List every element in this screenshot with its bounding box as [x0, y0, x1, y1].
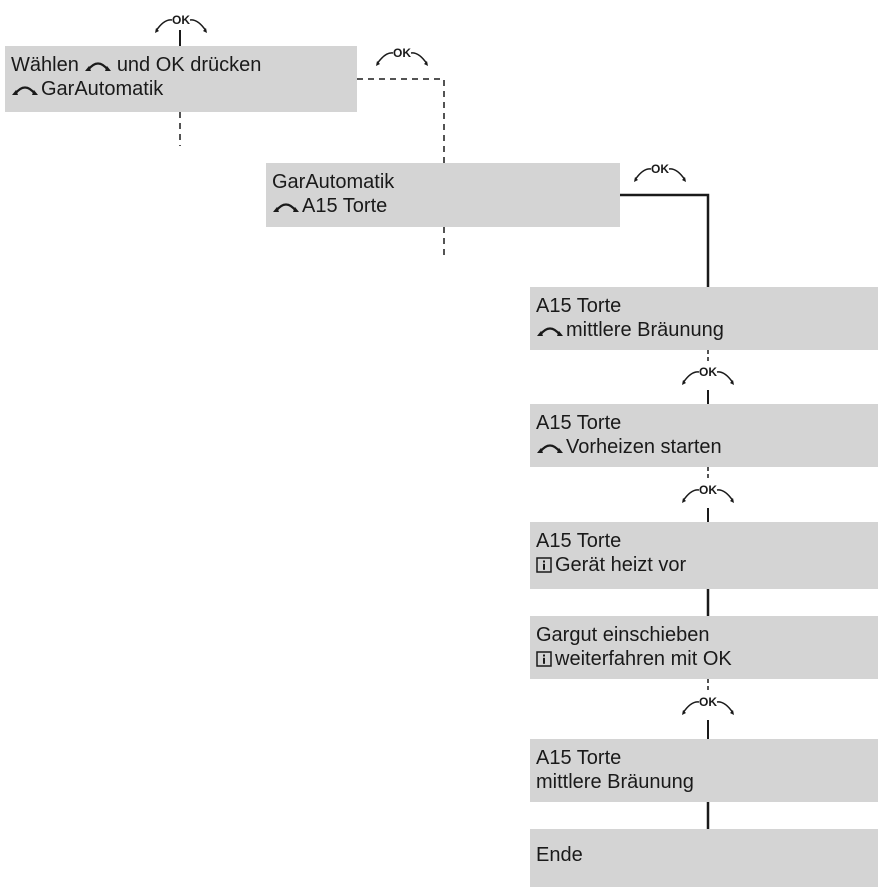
menu-box-insert-food: Gargut einschieben weiterfahren mit OK: [530, 616, 878, 679]
ok-rotate-icon: OK: [682, 365, 734, 385]
ok-rotate-icon: OK: [682, 695, 734, 715]
menu-box-a15-preheating: A15 Torte Gerät heizt vor: [530, 522, 878, 589]
rotary-knob-icon: [84, 62, 111, 71]
box-line2-text: weiterfahren mit OK: [555, 648, 732, 670]
connector-box2-to-box3: [620, 193, 710, 287]
box-line2-text: Gerät heizt vor: [555, 554, 687, 576]
menu-box-end: Ende: [530, 829, 878, 887]
menu-box-a15-browning: A15 Torte mittlere Bräunung: [530, 287, 878, 350]
menu-box-garautomatik: GarAutomatik A15 Torte: [266, 163, 620, 227]
box-line2-text: GarAutomatik: [41, 78, 164, 100]
ok-label: OK: [699, 695, 717, 709]
menu-box-a15-result: A15 Torte mittlere Bräunung: [530, 739, 878, 802]
rotary-knob-icon: [273, 203, 299, 212]
ok-rotate-icon: OK: [376, 46, 428, 66]
ok-label: OK: [699, 365, 717, 379]
info-icon: [536, 557, 552, 573]
box-line1-text: Wählen: [11, 54, 79, 76]
connector-dashed-box1-to-box2: [357, 78, 445, 163]
box-line1-text: Gargut einschieben: [536, 624, 710, 646]
box-line1-text: A15 Torte: [536, 412, 622, 434]
info-icon: [536, 651, 552, 667]
ok-label: OK: [699, 483, 717, 497]
box-line1-text: A15 Torte: [536, 295, 622, 317]
box-line1-text: Ende: [536, 844, 583, 866]
box-line1-text: A15 Torte: [536, 747, 622, 769]
rotary-knob-icon: [537, 327, 563, 336]
ok-label: OK: [393, 46, 411, 60]
ok-label: OK: [651, 162, 669, 176]
rotary-knob-icon: [12, 86, 38, 95]
box-line2-text: A15 Torte: [302, 195, 388, 217]
box-line2-text: mittlere Bräunung: [536, 771, 694, 793]
box-line1-text: und OK drücken: [116, 54, 262, 76]
box-line2-text: mittlere Bräunung: [566, 319, 724, 341]
box-line2-text: Vorheizen starten: [566, 436, 722, 458]
box-line1-text: GarAutomatik: [272, 171, 395, 193]
menu-box-a15-preheat: A15 Torte Vorheizen starten: [530, 404, 878, 467]
menu-box-select-garautomatik: Wählen und OK drücken GarAutomatik: [5, 46, 357, 112]
ok-label: OK: [172, 13, 190, 27]
ok-rotate-icon: OK: [682, 483, 734, 503]
ok-rotate-icon: OK: [634, 162, 686, 182]
ok-rotate-icon: OK: [155, 13, 207, 33]
box-line1-text: A15 Torte: [536, 530, 622, 552]
rotary-knob-icon: [537, 444, 563, 453]
